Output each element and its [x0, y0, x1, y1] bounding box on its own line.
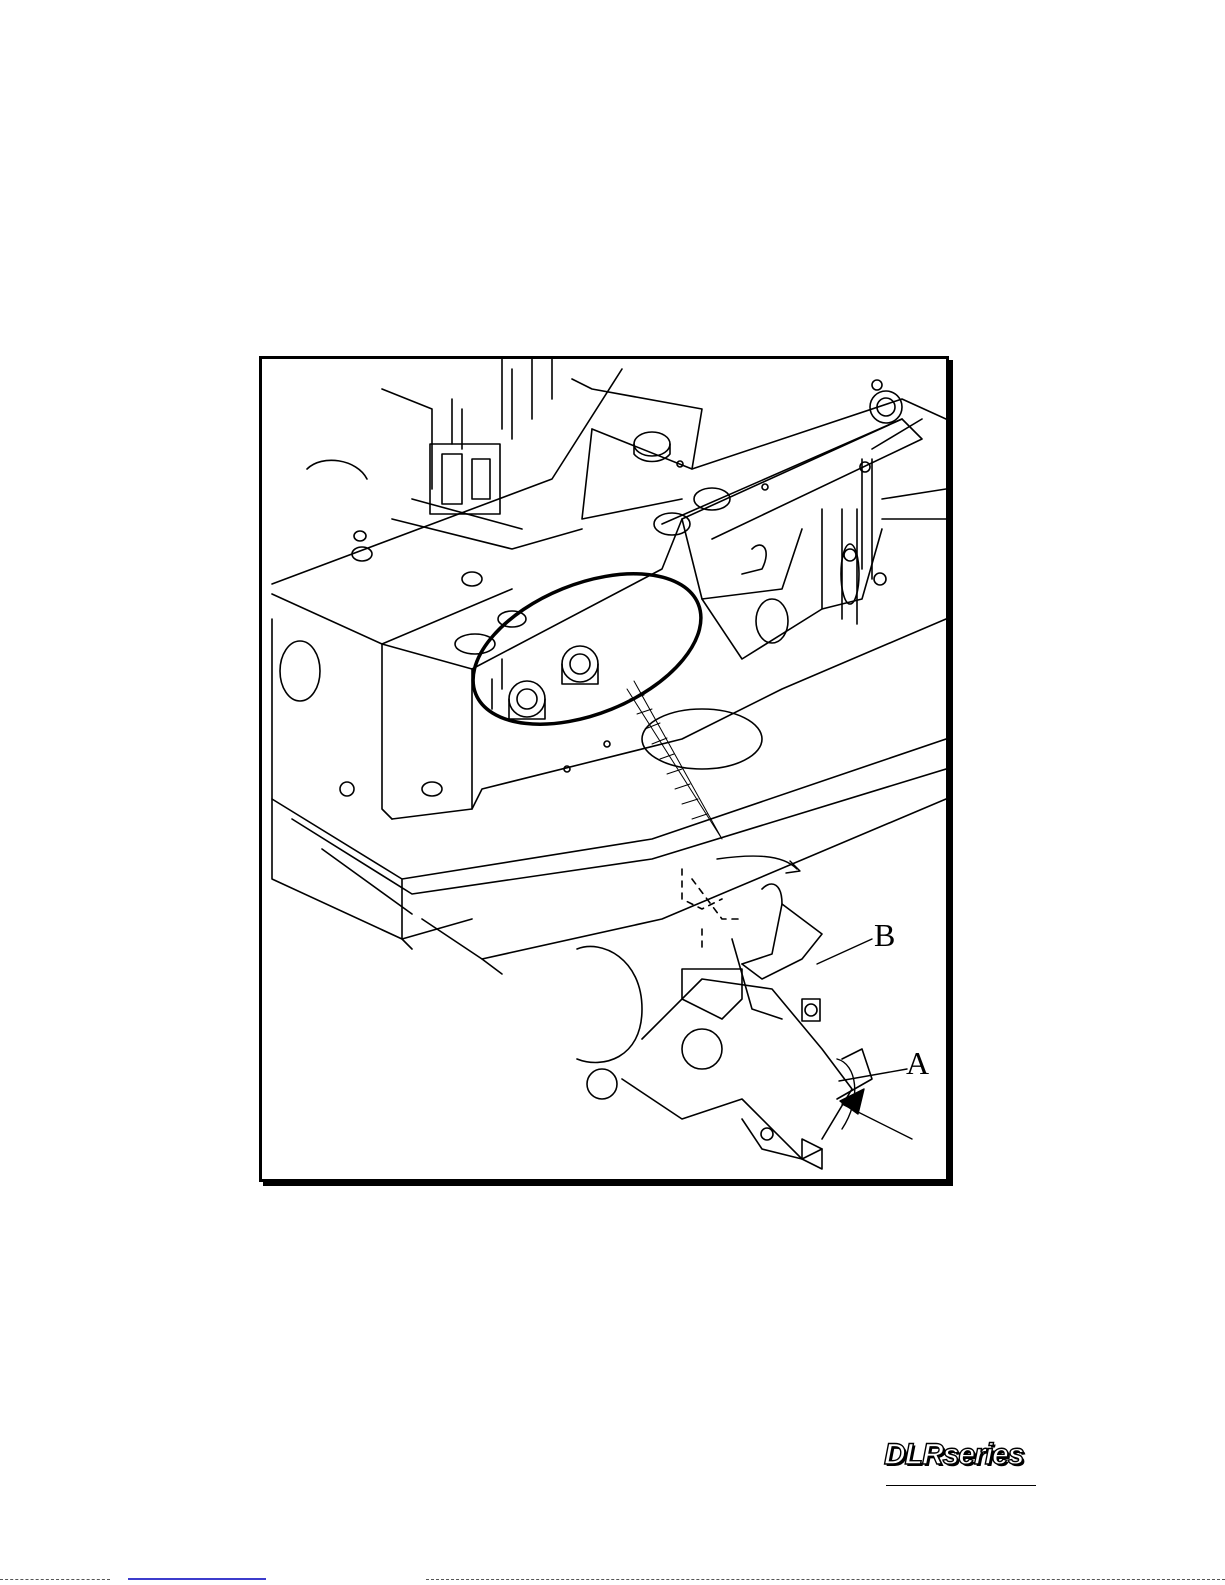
casting-holes — [280, 531, 788, 796]
logo-underline — [886, 1485, 1036, 1486]
detail-inset — [577, 869, 872, 1169]
series-logo: DLRseries — [884, 1438, 1036, 1472]
figure-frame: B A — [259, 356, 949, 1182]
callout-leaders — [817, 939, 912, 1139]
footer-link-underline — [128, 1578, 266, 1580]
callout-label-b: B — [874, 919, 895, 951]
machine-illustration — [262, 359, 946, 1179]
needle-assembly — [307, 359, 582, 549]
footer-rule-left — [0, 1579, 110, 1580]
top-plate — [572, 379, 946, 539]
footer-rule-right — [426, 1579, 1225, 1580]
tension-nuts — [451, 544, 722, 754]
callout-label-a: A — [906, 1047, 929, 1079]
machine-bed — [272, 369, 946, 974]
